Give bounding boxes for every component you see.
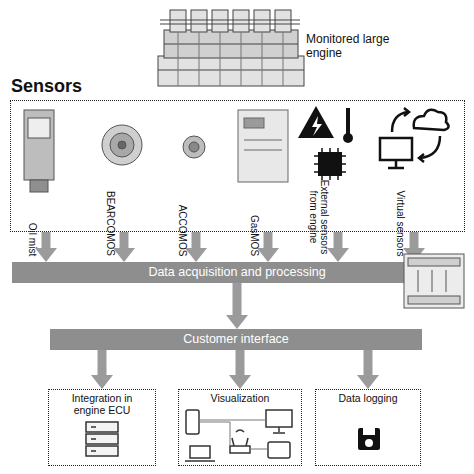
flow-arrow xyxy=(233,283,242,315)
monitor-icon xyxy=(380,138,412,160)
processing-band: Data acquisition and processing xyxy=(12,262,462,283)
cloud-icon xyxy=(414,110,449,130)
laptop-icon xyxy=(185,446,215,461)
illustration-caption: Monitored large engine xyxy=(306,32,390,61)
box-label: Data logging xyxy=(316,390,420,404)
engine-base xyxy=(158,56,304,86)
oil-mist-sensor xyxy=(24,110,54,192)
engine-cylinder xyxy=(170,10,186,32)
engine-cylinder xyxy=(254,10,270,32)
sensor-label: External sensors from engine xyxy=(308,178,330,256)
sensor-label: ACCOMOS xyxy=(177,204,188,256)
floppy-body xyxy=(358,428,380,450)
external-sensor-icons xyxy=(298,106,353,180)
output-box: Visualization xyxy=(178,389,302,466)
box-label: Integration in engine ECU xyxy=(49,390,155,416)
band-label: Data acquisition and processing xyxy=(148,265,325,279)
sensor-base xyxy=(30,180,48,192)
router-antenna xyxy=(232,430,248,446)
connector-layer xyxy=(46,232,414,375)
flow-arrow xyxy=(264,232,273,248)
cycle-arrow-head xyxy=(404,108,409,116)
output-box: Data logging xyxy=(315,389,421,466)
sensor-display xyxy=(244,118,264,128)
server-leds xyxy=(91,427,96,451)
tablet-icon xyxy=(268,442,290,458)
chip-pins xyxy=(314,148,346,180)
flow-arrow xyxy=(334,232,343,248)
server-unit xyxy=(86,446,118,456)
engine-illustration xyxy=(158,10,304,86)
device-icons xyxy=(185,410,292,461)
desktop-stand xyxy=(273,427,285,433)
engine-pipes xyxy=(158,20,304,70)
output-box: Integration in engine ECU xyxy=(48,389,156,466)
sensor-label: BEARCOMOS xyxy=(105,191,116,256)
sensor-ring xyxy=(183,136,205,158)
cycle-arrow-head xyxy=(419,154,424,162)
flow-arrow xyxy=(236,350,245,375)
bearcomos-sensor xyxy=(102,125,142,165)
box-label: Visualization xyxy=(179,390,301,404)
router-icon xyxy=(230,446,250,453)
sensor-face xyxy=(110,133,134,157)
device-links xyxy=(199,420,268,449)
floppy-icon xyxy=(358,428,380,450)
gasmos-sensor xyxy=(238,110,288,182)
flow-arrow xyxy=(410,232,419,248)
warning-triangle xyxy=(298,106,334,138)
engine-cylinder xyxy=(212,10,228,32)
monitor-stand xyxy=(388,160,404,168)
sensor-label: Oil mist xyxy=(27,223,38,256)
sensor-body xyxy=(24,110,54,180)
floppy-hub xyxy=(365,439,373,447)
server-unit xyxy=(86,434,118,444)
flow-arrow xyxy=(98,350,107,375)
engine-ribs xyxy=(178,32,283,86)
sensor-panel xyxy=(28,118,50,138)
sensor-label: GasMOS xyxy=(249,215,260,256)
sensor-core xyxy=(189,142,199,152)
server-unit xyxy=(86,422,118,432)
lightning-symbol xyxy=(312,116,322,136)
flow-arrow xyxy=(192,232,201,248)
engine-cylinder xyxy=(275,10,291,32)
sensor-cabinet xyxy=(238,110,288,182)
engine-cylinder xyxy=(191,10,207,32)
server-icon xyxy=(86,422,118,456)
flow-arrow xyxy=(364,350,373,375)
sensor-label: Virtual sensors xyxy=(395,190,406,256)
sensor-core xyxy=(118,141,126,149)
virtual-sensor-icons xyxy=(380,108,449,168)
phone-icon xyxy=(186,410,199,434)
group-heading: Sensors xyxy=(11,76,82,97)
band-label: Customer interface xyxy=(183,332,289,346)
desktop-monitor xyxy=(266,410,292,427)
sensor-ring xyxy=(102,125,142,165)
interface-band: Customer interface xyxy=(50,329,422,350)
engine-cylinder xyxy=(233,10,249,32)
floppy-shutter xyxy=(363,428,375,435)
flow-arrow xyxy=(120,232,129,248)
cabinet-lines xyxy=(244,140,282,150)
accomos-sensor xyxy=(183,136,205,158)
flow-arrow xyxy=(42,232,51,248)
thermometer-stem xyxy=(346,108,350,134)
device-terminals xyxy=(408,296,460,304)
thermometer-bulb xyxy=(343,133,353,143)
